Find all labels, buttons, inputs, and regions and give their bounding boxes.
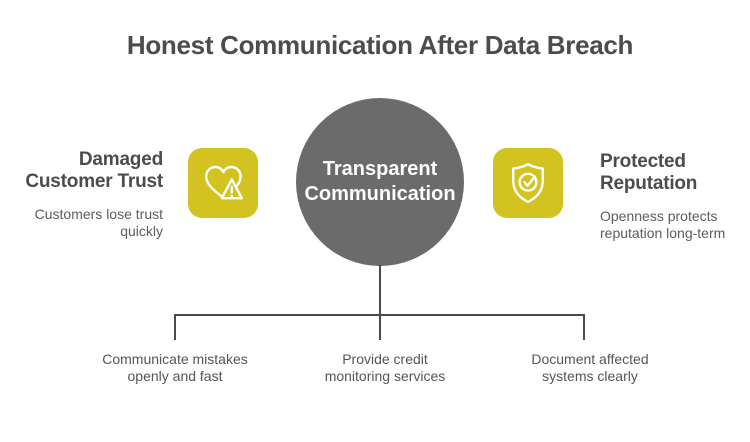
heart-warning-glyph — [205, 165, 243, 200]
left-item-heading: Damaged Customer Trust — [25, 149, 163, 192]
branch-label-2: Provide credit monitoring services — [324, 351, 446, 384]
page-title: Honest Communication After Data Breach — [126, 30, 634, 60]
shield-check-icon — [493, 148, 563, 218]
connector-left-drop — [174, 314, 176, 340]
connector-right-drop — [583, 314, 585, 340]
branch-label-1: Communicate mistakes openly and fast — [102, 351, 248, 384]
central-node: Transparent Communication — [296, 98, 464, 266]
right-item-description: Openness protects reputation long-term — [600, 208, 726, 241]
connector-horizontal — [174, 314, 585, 316]
connector-center-vertical — [379, 265, 381, 340]
branch-label-3: Document affected systems clearly — [531, 351, 649, 384]
heart-warning-icon — [188, 148, 258, 218]
shield-check-glyph — [512, 163, 544, 203]
left-item-description: Customers lose trust quickly — [34, 206, 163, 239]
right-item-heading: Protected Reputation — [600, 151, 698, 194]
central-node-label: Transparent Communication — [304, 158, 456, 205]
